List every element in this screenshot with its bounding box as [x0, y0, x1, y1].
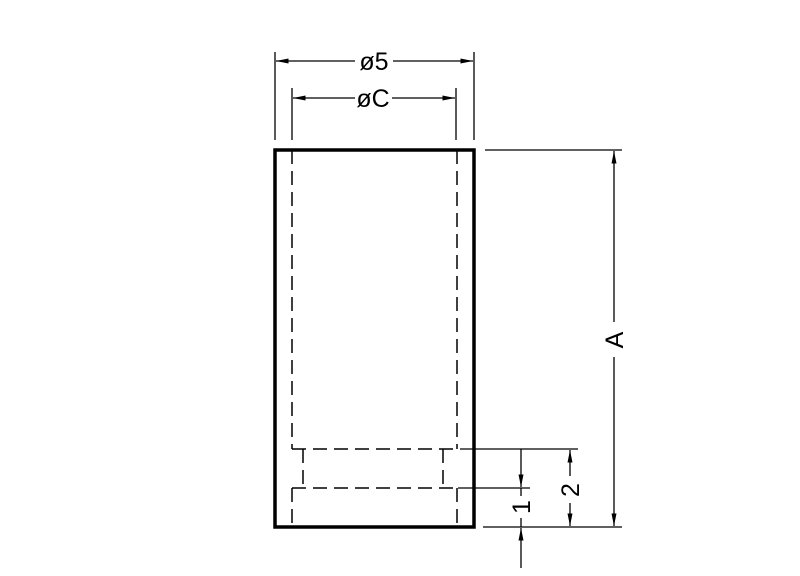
dimension-outer-diameter: ø5: [276, 48, 473, 76]
dimension-length: A: [601, 151, 629, 526]
step-depth-label: 1: [508, 500, 536, 514]
dimension-step-depth: 1: [508, 449, 536, 568]
extension-lines: [274, 52, 622, 528]
outer-body-outline: [273, 148, 476, 529]
length-label: A: [601, 331, 629, 348]
dimension-inner-diameter: øC: [293, 85, 455, 113]
inner-diameter-label: øC: [356, 85, 389, 113]
outer-diameter-label: ø5: [359, 48, 388, 76]
hidden-lines: [291, 150, 458, 527]
dimension-counterbore-depth: 2: [557, 450, 585, 526]
counterbore-depth-label: 2: [557, 483, 585, 497]
